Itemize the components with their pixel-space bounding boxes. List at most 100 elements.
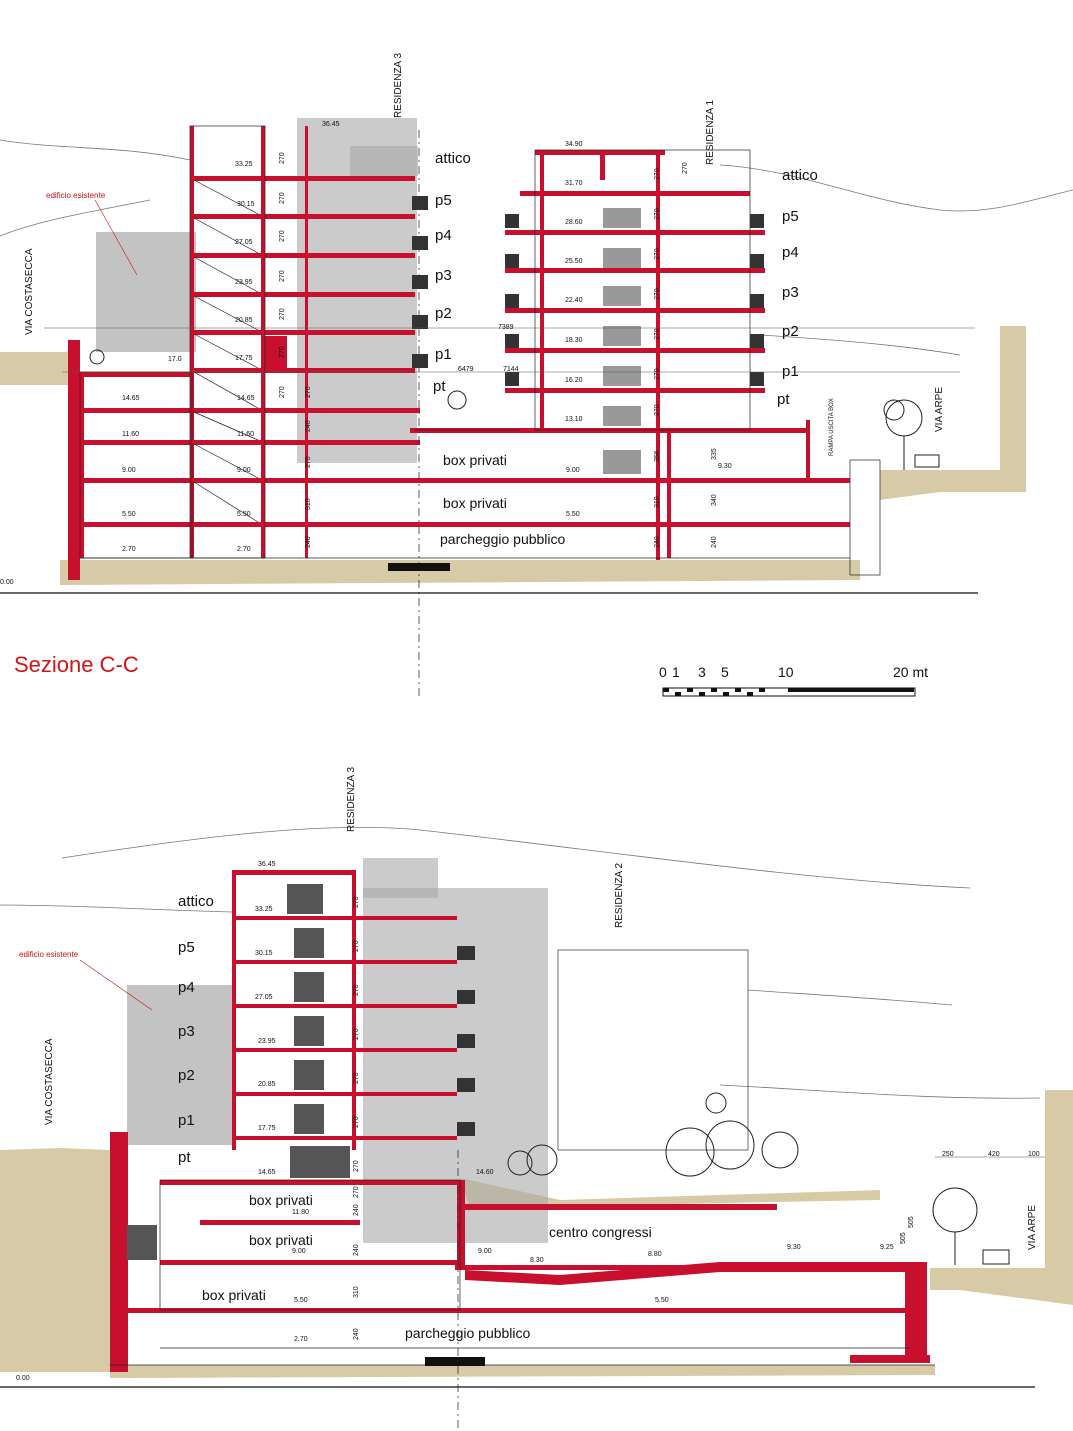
- scale-label: 0: [659, 664, 667, 680]
- svg-text:310: 310: [654, 496, 661, 508]
- svg-text:270: 270: [279, 270, 286, 282]
- zone-label: box privati: [443, 495, 507, 511]
- res3-structure: [110, 870, 930, 1372]
- terrain-line: [61, 826, 971, 889]
- ground-right: [880, 326, 1026, 500]
- svg-text:340: 340: [711, 494, 718, 506]
- level-mark: 9.00: [122, 467, 136, 474]
- terrain-line: [759, 334, 961, 356]
- svg-text:270: 270: [353, 1028, 360, 1040]
- floor-label: p3: [782, 284, 799, 301]
- floor-label: pt: [777, 391, 790, 408]
- floor-label: p3: [178, 1023, 195, 1040]
- level-mark: 33.25: [255, 906, 273, 913]
- level-mark: 9.00: [478, 1248, 492, 1255]
- level-mark: 2.70: [237, 546, 251, 553]
- level-mark: 31.70: [565, 180, 583, 187]
- svg-text:270: 270: [654, 328, 661, 340]
- level-mark: 28.60: [565, 219, 583, 226]
- level-mark: 5.50: [294, 1297, 308, 1304]
- height-dim: 6479: [458, 366, 474, 373]
- tree-icon: [89, 349, 923, 470]
- origin-level: 0.00: [0, 579, 14, 586]
- level-mark: 9.00: [566, 467, 580, 474]
- svg-text:270: 270: [353, 940, 360, 952]
- page-title: Sezione C-C: [14, 652, 139, 677]
- windows: [127, 884, 350, 1260]
- level-mark: 17.0: [168, 356, 182, 363]
- ground-left: [0, 352, 68, 385]
- level-mark: 18.30: [565, 337, 583, 344]
- svg-text:270: 270: [353, 1116, 360, 1128]
- level-mark: 5.50: [566, 511, 580, 518]
- existing-label: edificio esistente: [19, 950, 79, 959]
- level-mark: 34.90: [565, 141, 583, 148]
- height-dim: 7144: [503, 366, 519, 373]
- balconies: [457, 946, 475, 1136]
- res3-structure: [68, 126, 850, 580]
- level-mark: 14.65: [237, 395, 255, 402]
- svg-text:310: 310: [305, 498, 312, 510]
- dim-label: 505: [908, 1216, 915, 1228]
- outline-lines: [79, 125, 881, 576]
- terrain-line: [0, 139, 191, 161]
- floor-label: p2: [435, 305, 452, 322]
- floor-label: attico: [782, 167, 818, 184]
- scale-label: 5: [721, 664, 729, 680]
- existing-building-volume: [127, 985, 232, 1145]
- car-icon: [982, 1249, 1010, 1265]
- res3-ghost-top: [350, 146, 418, 176]
- floor-label: pt: [178, 1149, 191, 1166]
- floor-label: attico: [178, 893, 214, 910]
- level-mark: 8.80: [648, 1251, 662, 1258]
- dim-label: 420: [988, 1151, 1000, 1158]
- level-mark: 9.25: [880, 1244, 894, 1251]
- level-mark: 30.15: [255, 950, 273, 957]
- level-mark: 5.50: [122, 511, 136, 518]
- level-mark: 11.60: [237, 431, 254, 438]
- dim-label: 100: [1028, 1151, 1040, 1158]
- zone-label: centro congressi: [549, 1224, 652, 1240]
- top-section: [0, 118, 1073, 700]
- level-mark: 14.60: [476, 1169, 494, 1176]
- svg-text:240: 240: [305, 536, 312, 548]
- street-label: VIA COSTASECCA: [24, 248, 35, 335]
- dimension-column: 335 340 240: [711, 448, 718, 548]
- tree-icon: [507, 1092, 978, 1265]
- floor-label: p2: [782, 323, 799, 340]
- svg-text:240: 240: [305, 420, 312, 432]
- street-label: VIA COSTASECCA: [44, 1038, 55, 1125]
- svg-text:270: 270: [682, 162, 689, 174]
- level-mark: 2.70: [122, 546, 136, 553]
- street-label: VIA ARPE: [1027, 1205, 1038, 1250]
- svg-text:270: 270: [353, 896, 360, 908]
- zone-label: box privati: [249, 1192, 313, 1208]
- building-label: RESIDENZA 3: [346, 767, 357, 832]
- svg-text:270: 270: [279, 308, 286, 320]
- floor-label: p1: [435, 346, 452, 363]
- balconies: [412, 196, 764, 386]
- floor-label: p1: [782, 363, 799, 380]
- bottom-section: [0, 826, 1073, 1431]
- floor-label: p4: [178, 979, 195, 996]
- scale-bar: [662, 687, 916, 697]
- level-mark: 2.70: [294, 1336, 308, 1343]
- level-mark: 9.00: [292, 1248, 306, 1255]
- floor-label: p3: [435, 267, 452, 284]
- level-mark: 17.75: [258, 1125, 276, 1132]
- svg-text:270: 270: [279, 230, 286, 242]
- culvert: [425, 1357, 485, 1366]
- svg-text:270: 270: [353, 1072, 360, 1084]
- building-label: RESIDENZA 2: [614, 863, 625, 928]
- terrain-line: [0, 199, 151, 237]
- car-icon: [914, 454, 940, 468]
- level-mark: 30.15: [237, 201, 255, 208]
- floor-label: p5: [435, 192, 452, 209]
- origin-level: 0.00: [16, 1375, 30, 1382]
- floor-label: p4: [435, 227, 452, 244]
- level-mark: 23.95: [235, 279, 253, 286]
- res1-structure: [410, 150, 810, 560]
- floor-label: p1: [178, 1112, 195, 1129]
- level-mark: 9.30: [718, 463, 732, 470]
